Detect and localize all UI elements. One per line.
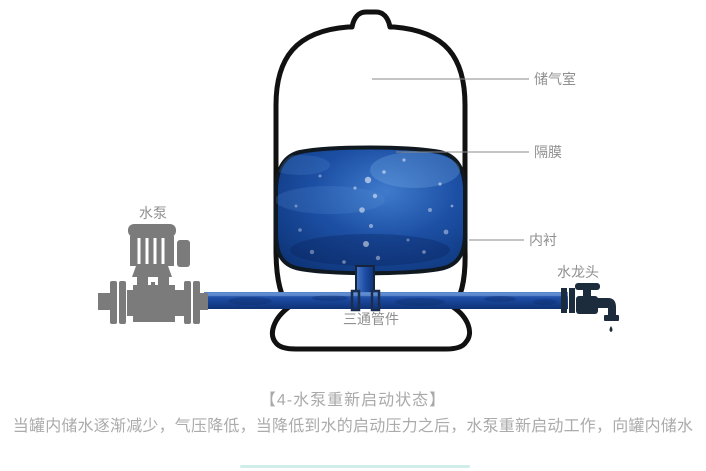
horizontal-pipe [204, 292, 568, 309]
faucet-icon [561, 283, 619, 332]
figure-caption: 【4-水泵重新启动状态】 [259, 392, 447, 409]
liner-label: 内衬 [529, 232, 557, 248]
pump-label: 水泵 [139, 205, 167, 221]
water-bubbles [276, 152, 460, 266]
air-chamber-label: 储气室 [534, 71, 576, 87]
figure-description: 当罐内储水逐渐减少，气压降低，当降低到水的启动压力之后，水泵重新启动工作，向罐内… [12, 418, 694, 435]
tee-fitting [350, 289, 381, 312]
tee-fitting-label: 三通管件 [343, 311, 399, 327]
bottom-divider [240, 465, 470, 468]
pump-tank-diagram: 储气室 [98, 9, 619, 352]
diaphragm-label: 隔膜 [534, 144, 562, 160]
pump-icon [98, 224, 208, 324]
faucet-label: 水龙头 [557, 264, 599, 280]
water-bladder [274, 145, 467, 276]
